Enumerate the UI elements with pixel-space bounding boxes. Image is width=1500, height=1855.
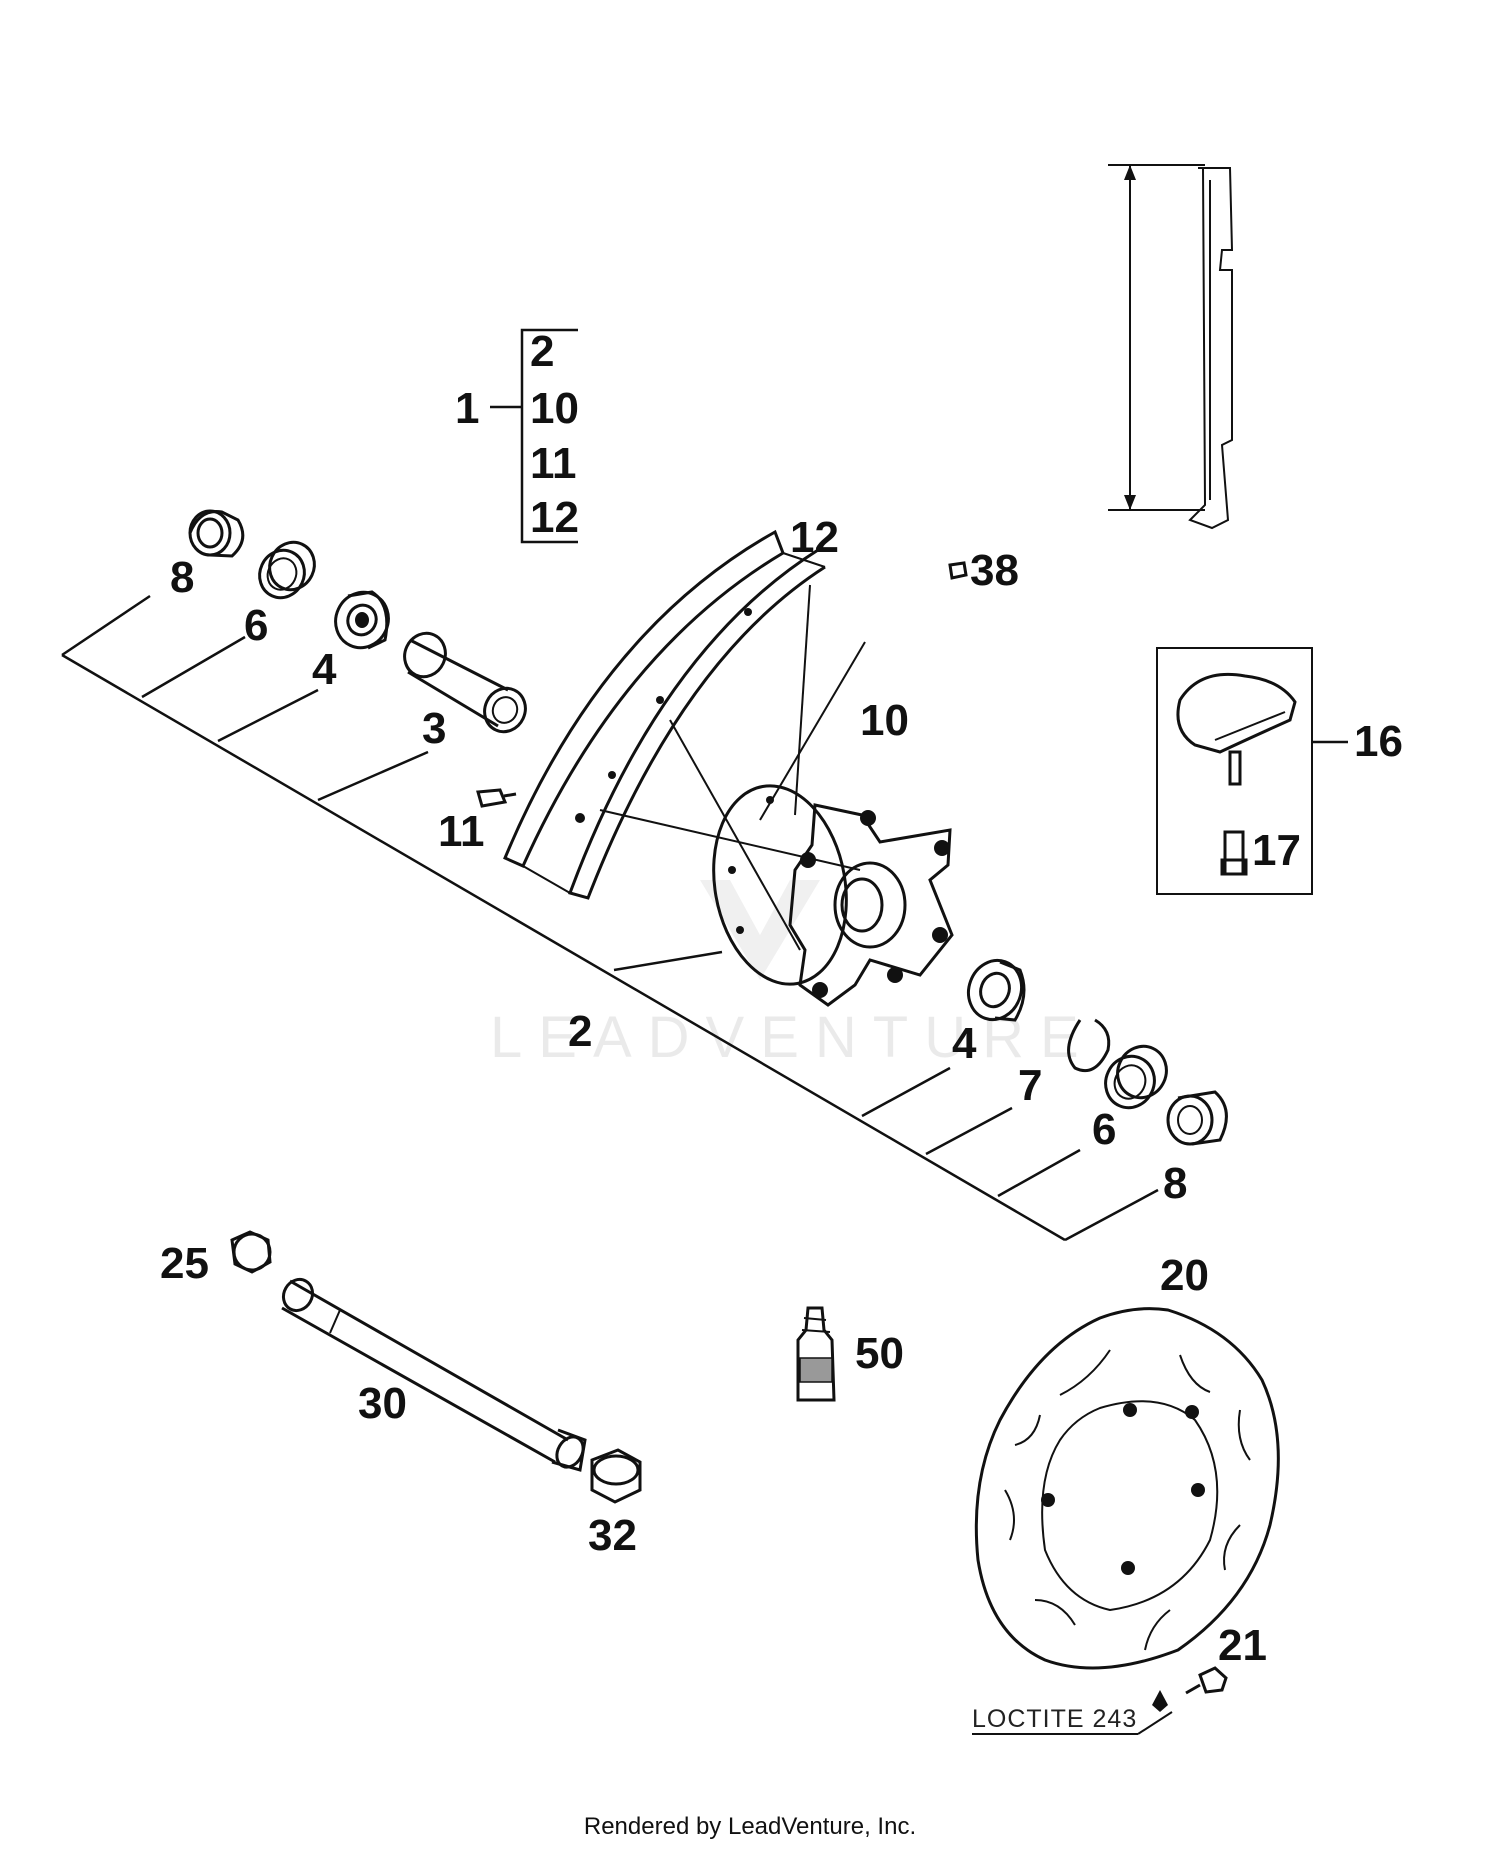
callout-7: 7 — [1018, 1061, 1042, 1110]
valve-cap-38 — [948, 561, 968, 580]
callout-30: 30 — [358, 1379, 407, 1428]
callout-8-left: 8 — [170, 553, 194, 602]
callout-3: 3 — [422, 704, 446, 753]
callout-25: 25 — [160, 1239, 209, 1288]
assembly-group-bracket: 1 2 10 11 12 — [455, 327, 579, 544]
loctite-bottle-50 — [796, 1306, 836, 1402]
spacer-8-left — [188, 509, 245, 558]
footer-credit: Rendered by LeadVenture, Inc. — [583, 1813, 917, 1840]
leader-lines-left — [61, 594, 1159, 1242]
axle-nut-32 — [590, 1448, 642, 1504]
rim-12 — [503, 529, 826, 900]
callout-2-hub: 2 — [568, 1007, 592, 1056]
loctite-note-text: LOCTITE 243 — [972, 1705, 1137, 1733]
callout-10-spoke: 10 — [860, 696, 909, 745]
spoke-nipple-11 — [476, 788, 517, 808]
callout-11: 11 — [438, 807, 485, 856]
callout-group-2: 2 — [530, 327, 554, 376]
hub-2 — [712, 784, 954, 1007]
callout-group-10: 10 — [530, 384, 579, 433]
circlip-7 — [1067, 1018, 1111, 1073]
bolt-21 — [1152, 1666, 1228, 1712]
loctite-note: LOCTITE 243 — [972, 1705, 1173, 1735]
spacer-8-right — [1166, 1090, 1228, 1146]
callout-21: 21 — [1218, 1621, 1267, 1670]
callout-38: 38 — [970, 546, 1019, 595]
callout-12-rim: 12 — [790, 513, 839, 562]
callout-6-left: 6 — [244, 601, 268, 650]
watermark-logo — [700, 880, 820, 980]
axle-nut-25 — [230, 1230, 272, 1274]
wheel-profile-dimension — [1108, 164, 1234, 530]
callout-17: 17 — [1252, 826, 1301, 875]
callout-16: 16 — [1354, 717, 1403, 766]
callout-32: 32 — [588, 1511, 637, 1560]
spacer-tube-3 — [403, 631, 527, 734]
spokes-10 — [599, 584, 866, 951]
bearing-4-left — [334, 590, 390, 650]
callout-group-11: 11 — [530, 439, 577, 488]
callout-group-12: 12 — [530, 493, 579, 542]
axle-30 — [281, 1277, 587, 1472]
callout-1: 1 — [455, 384, 479, 433]
seal-6-right — [1104, 1044, 1168, 1110]
bearing-4-right — [967, 958, 1026, 1022]
callout-6-right: 6 — [1092, 1105, 1116, 1154]
brake-disc-20 — [974, 1307, 1280, 1670]
callout-50: 50 — [855, 1329, 904, 1378]
callout-4-right: 4 — [952, 1019, 977, 1068]
inner-tube-box-16 — [1156, 647, 1348, 895]
seal-6-left — [258, 540, 316, 600]
callout-4-left: 4 — [312, 645, 337, 694]
callout-8-right: 8 — [1163, 1159, 1187, 1208]
callout-20: 20 — [1160, 1251, 1209, 1300]
